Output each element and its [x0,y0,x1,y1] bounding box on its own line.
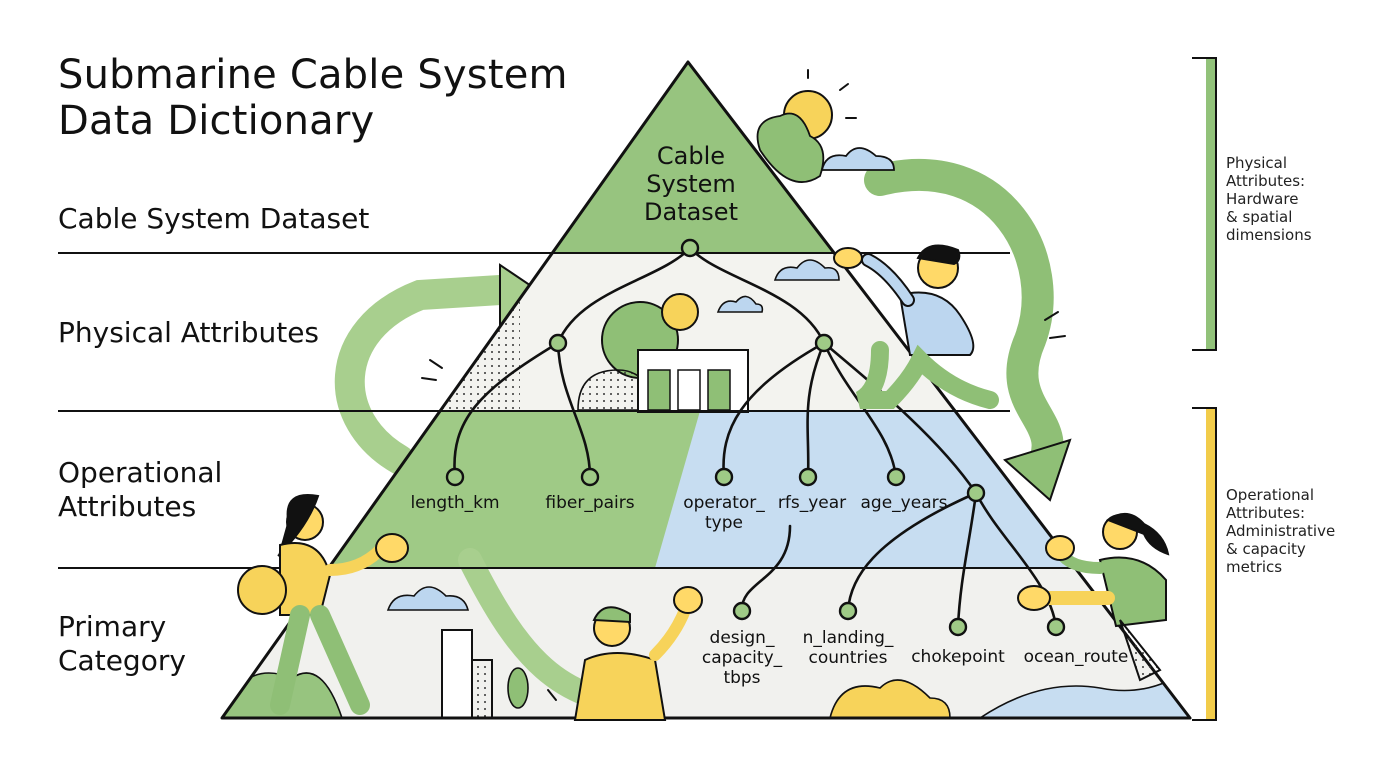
pyramid-outline [220,60,1192,720]
side-physical-description: Physical Attributes: Hardware & spatial … [1226,154,1312,244]
field-chokepoint: chokepoint [911,647,1005,667]
field-design-capacity-line3: tbps [723,668,760,688]
cloud-icon [716,295,764,313]
building-window-icon [707,369,731,411]
person-climbing-illustration [833,244,999,409]
page-title: Submarine Cable System Data Dictionary [58,52,568,144]
physical-bracket [1192,57,1217,351]
apex-label-line2: System [646,170,736,198]
field-design-capacity-line1: design_ [710,628,775,648]
field-operator-type-line1: operator_ [683,493,765,513]
level-label-operational-line2: Attributes [58,490,197,523]
bush-icon [756,112,825,183]
operational-band-left [222,411,700,568]
side-operational-line4: & capacity [1226,540,1306,558]
apex-label-line3: Dataset [644,198,738,226]
side-operational-line3: Administrative [1226,522,1336,540]
level-label-operational-line1: Operational [58,456,223,489]
cloud-icon [386,586,470,611]
sun-rays-icon [807,69,857,119]
building-window-icon [647,369,671,411]
level-label-physical: Physical Attributes [58,316,320,349]
sun-icon [661,293,699,331]
field-fiber-pairs: fiber_pairs [545,493,634,513]
right-flow-arrow [864,158,1064,486]
field-n-landing-line2: countries [809,648,888,668]
motion-marks-icon [421,311,1066,701]
cloud-icon [773,259,840,281]
page-title-line1: Submarine Cable System [58,52,568,98]
side-physical-line2: Attributes: [1226,172,1306,190]
hierarchy-nodes [445,238,1066,637]
side-operational-line5: metrics [1226,558,1283,576]
field-length-km: length_km [410,493,499,513]
level-label-dataset: Cable System Dataset [58,202,370,235]
apex-label-line1: Cable [657,142,725,170]
field-age-years: age_years [861,493,948,513]
tower-icon [471,659,493,718]
bush-icon [828,679,951,718]
building-window-icon [677,369,701,411]
side-physical-line5: dimensions [1226,226,1312,244]
side-physical-line4: & spatial [1226,208,1293,226]
page-title-line2: Data Dictionary [58,98,375,144]
side-operational-line2: Attributes: [1226,504,1306,522]
side-physical-line3: Hardware [1226,190,1299,208]
tree-icon [507,667,529,709]
cloud-icon [820,147,895,171]
level-label-primary-line1: Primary [58,610,167,643]
field-design-capacity-line2: capacity_ [702,648,783,668]
right-flow-arrowhead [1003,438,1072,502]
person-left-illustration [237,494,409,715]
side-operational-description: Operational Attributes: Administrative &… [1226,486,1335,576]
field-n-landing-line1: n_landing_ [803,628,894,648]
operational-bracket [1192,407,1217,721]
person-middle-illustration [573,586,703,721]
side-physical-line1: Physical [1226,154,1288,172]
left-flow-arrow [334,275,515,475]
side-operational-line1: Operational [1226,486,1315,504]
tower-icon [441,629,473,718]
level-label-primary-line2: Category [58,644,186,677]
field-operator-type-line2: type [705,513,743,533]
field-rfs-year: rfs_year [778,493,846,513]
person-right-illustration [1017,513,1170,682]
hierarchy-connectors [453,246,1058,629]
field-ocean-route: ocean_route [1024,647,1129,667]
